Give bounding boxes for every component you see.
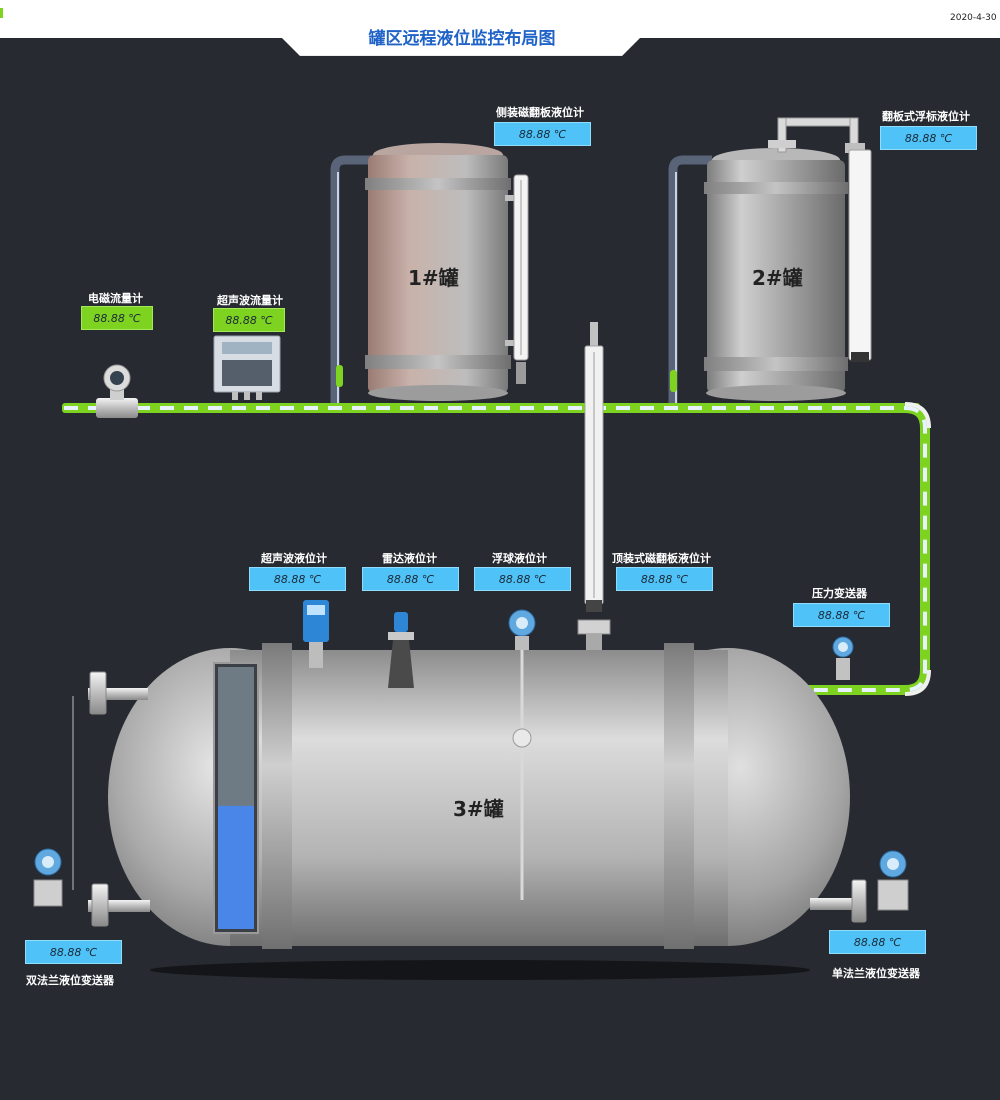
radar-level-readout[interactable]: 88.88 ℃ (362, 567, 459, 591)
float-ball-head[interactable] (508, 609, 536, 650)
pressure-transmitter-label: 压力变送器 (812, 587, 867, 600)
datetime-display: 2020-4-30 17 (950, 13, 1000, 23)
float-ball-rod (512, 648, 532, 900)
float-flap-gauge-label: 翻板式浮标液位计 (882, 110, 970, 123)
pressure-transmitter-readout[interactable]: 88.88 ℃ (793, 603, 890, 627)
double-flange-label: 双法兰液位变送器 (26, 974, 114, 987)
top-magnetic-level-gauge[interactable] (577, 322, 611, 654)
ultrasonic-level-readout[interactable]: 88.88 ℃ (249, 567, 346, 591)
side-magnetic-level-gauge[interactable] (505, 174, 529, 384)
top-magnetic-gauge-label: 顶装式磁翻板液位计 (612, 552, 711, 565)
ultrasonic-flowmeter-readout[interactable]: 88.88 ℃ (213, 308, 285, 332)
single-flange-readout[interactable]: 88.88 ℃ (829, 930, 926, 954)
double-flange-transmitter-device[interactable] (33, 671, 150, 927)
tank-3[interactable] (108, 643, 850, 980)
status-indicator (0, 8, 3, 18)
float-ball-label: 浮球液位计 (492, 552, 547, 565)
em-flowmeter-label: 电磁流量计 (88, 292, 143, 305)
float-ball-readout[interactable]: 88.88 ℃ (474, 567, 571, 591)
ultrasonic-level-transmitter[interactable] (303, 600, 329, 668)
main-pipeline (62, 402, 931, 696)
radar-level-label: 雷达液位计 (382, 552, 437, 565)
tank-3-sight-glass (213, 662, 259, 934)
side-magnetic-gauge-readout[interactable]: 88.88 ℃ (494, 122, 591, 146)
tank-2-label: 2#罐 (752, 266, 803, 290)
single-flange-transmitter-device[interactable] (810, 850, 909, 923)
radar-level-transmitter[interactable] (388, 612, 414, 688)
page-title: 罐区远程液位监控布局图 (368, 29, 556, 49)
top-magnetic-gauge-readout[interactable]: 88.88 ℃ (616, 567, 713, 591)
title-tab (282, 38, 640, 56)
tank-1[interactable] (330, 143, 511, 403)
em-flowmeter-device[interactable] (96, 364, 138, 418)
float-flap-gauge-readout[interactable]: 88.88 ℃ (880, 126, 977, 150)
tank-2[interactable] (668, 148, 848, 403)
em-flowmeter-readout[interactable]: 88.88 ℃ (81, 306, 153, 330)
tank-3-label: 3#罐 (453, 797, 504, 821)
ultrasonic-flowmeter-label: 超声波流量计 (217, 294, 283, 307)
double-flange-readout[interactable]: 88.88 ℃ (25, 940, 122, 964)
ultrasonic-level-label: 超声波液位计 (261, 552, 327, 565)
float-flap-level-gauge[interactable] (768, 117, 872, 362)
pressure-transmitter-device[interactable] (832, 636, 854, 680)
side-magnetic-gauge-label: 侧装磁翻板液位计 (496, 106, 584, 119)
top-bar (0, 0, 1000, 38)
tank-1-label: 1#罐 (408, 266, 459, 290)
ultrasonic-flowmeter-device[interactable] (213, 335, 281, 400)
single-flange-label: 单法兰液位变送器 (832, 967, 920, 980)
